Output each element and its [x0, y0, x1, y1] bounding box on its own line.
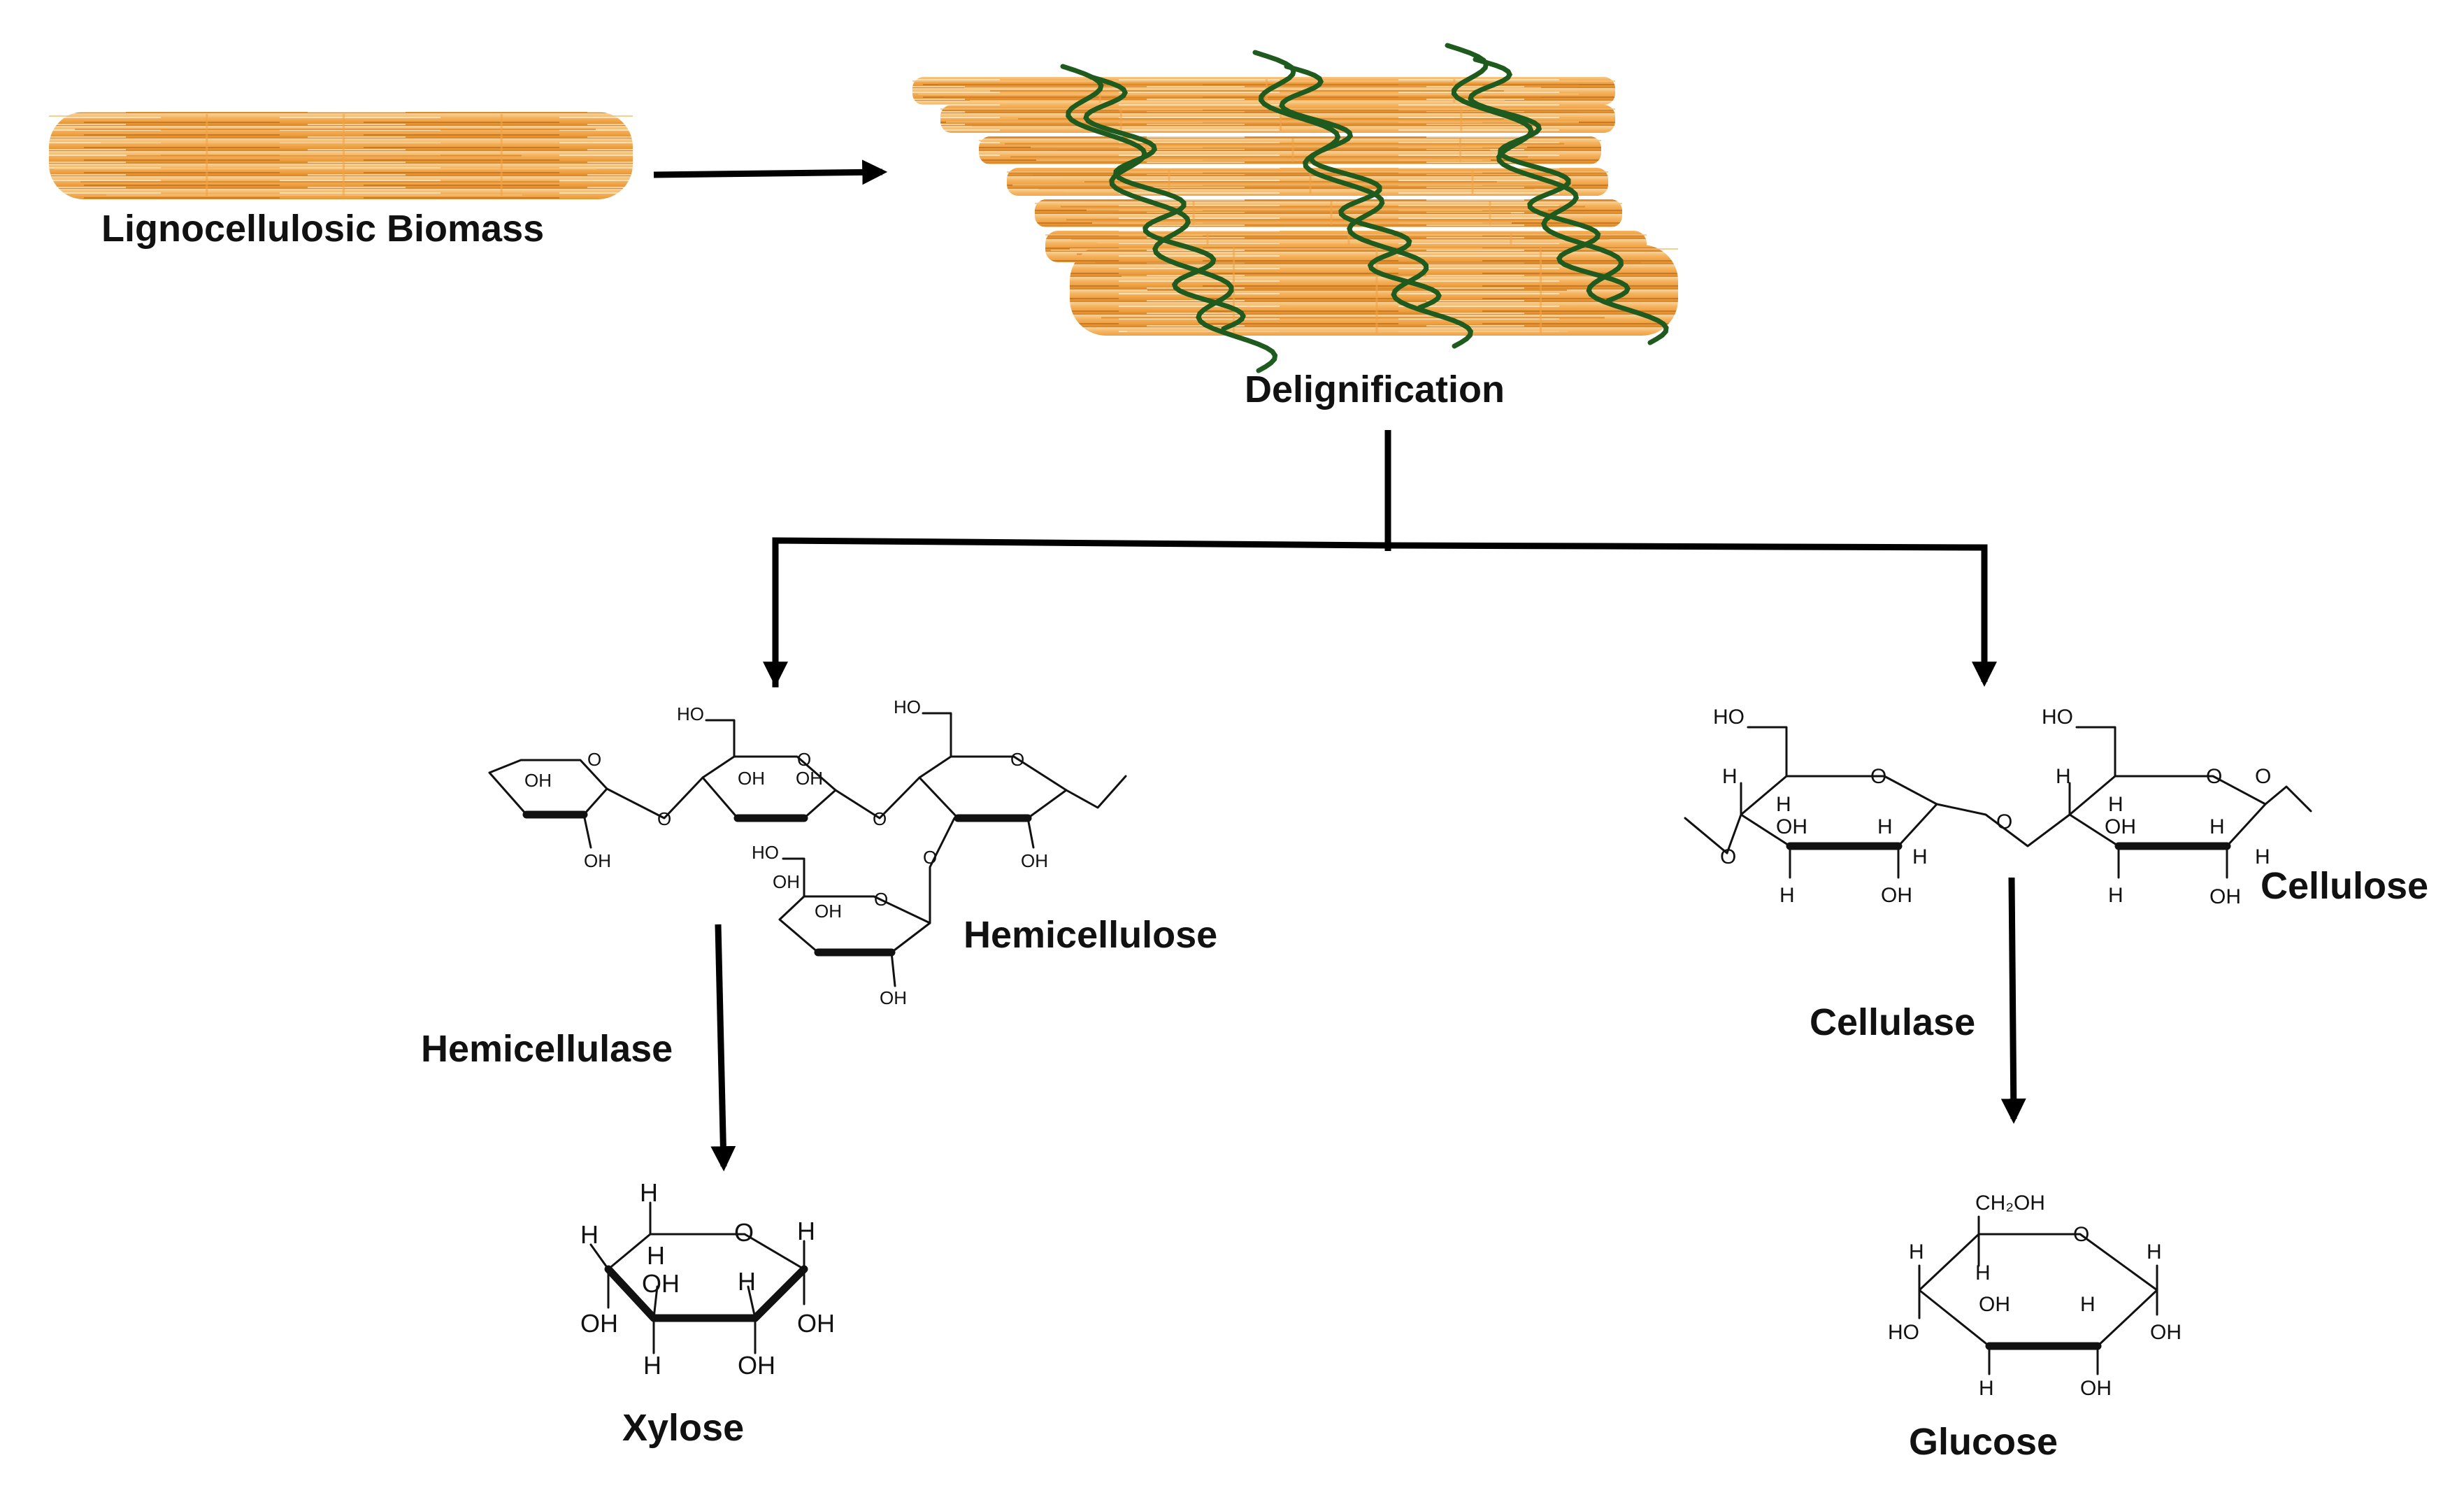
cell-glycosidic-o: O	[1996, 810, 2012, 834]
glucose-oh-right: OH	[2150, 1321, 2182, 1344]
biomass-fiber	[49, 112, 633, 199]
label-hemicellulose: Hemicellulose	[964, 914, 1217, 956]
hemicellulase-arrow	[710, 924, 736, 1172]
hemi-side-o: O	[874, 889, 888, 910]
hemi-link3-o: O	[923, 847, 937, 868]
biomass-fiber-bundle	[49, 112, 633, 199]
label-glucose: Glucose	[1909, 1421, 2058, 1463]
label-delignification: Delignification	[1245, 369, 1505, 410]
cell-ring1-o: O	[1870, 765, 1886, 788]
hemi-ring2-oh-b: OH	[796, 768, 823, 789]
hemi-ring2-o: O	[797, 749, 811, 770]
label-hemicellulase: Hemicellulase	[421, 1028, 673, 1070]
cell-ring2-oh-bottom: OH	[2209, 885, 2241, 908]
cell-ring2-h-anomeric: H	[2255, 845, 2270, 868]
cell-ring1-h-right: H	[1877, 815, 1893, 838]
hemi-ring1-o: O	[587, 749, 601, 770]
glucose-ch2oh: CH₂OH	[1975, 1192, 2045, 1215]
lignin-strand-4	[1279, 64, 1442, 310]
cell-ring-2	[2068, 775, 2267, 847]
lignin-strand-5	[1445, 43, 1669, 345]
cell-ring1-o-left: O	[1720, 845, 1736, 868]
cell-ring1-h-inner: H	[1776, 793, 1791, 816]
xylose-h-left: H	[580, 1220, 599, 1249]
process-arrows	[653, 159, 2026, 1172]
glucose-h-bottom: H	[1979, 1377, 1994, 1400]
hemi-ring2-ho: HO	[677, 703, 704, 724]
cell-ring2-ho: HO	[2042, 706, 2073, 729]
cellulose-structure: HO O H H OH H H O H OH O HO O H H OH H O…	[1684, 706, 2312, 908]
hemi-ring3-o: O	[1010, 749, 1024, 770]
xylose-h-inner: H	[647, 1241, 665, 1270]
hemi-ring1-oh-bottom: OH	[584, 850, 611, 871]
xylose-structure: H O H H H OH H OH OH H OH	[580, 1178, 835, 1380]
cell-ring2-o-right: O	[2255, 765, 2271, 788]
cell-ring1-oh-inner: OH	[1776, 815, 1807, 838]
glucose-h-right: H	[2147, 1240, 2162, 1264]
cell-ring1-h-bottom: H	[1779, 884, 1795, 907]
hemi-side-ho: HO	[752, 842, 779, 863]
glucose-ring	[1918, 1233, 2158, 1347]
xylose-oh-bottom: OH	[738, 1351, 775, 1380]
glucose-h-inner-right: H	[2080, 1293, 2096, 1316]
cell-ring2-h-inner: H	[2108, 793, 2123, 816]
xylose-o: O	[734, 1218, 754, 1247]
cell-ring1-h-left: H	[1722, 765, 1738, 788]
hemi-link1-o: O	[657, 808, 671, 829]
hemi-ring2-oh-a: OH	[738, 768, 765, 789]
glucose-h-inner: H	[1975, 1261, 1991, 1285]
branch-horizontal-line	[772, 537, 1988, 687]
xylose-h-top: H	[640, 1178, 658, 1207]
glucose-oh-bottom: OH	[2080, 1377, 2112, 1400]
xylose-oh-left: OH	[580, 1309, 618, 1338]
cell-ring2-h-bottom: H	[2108, 884, 2123, 907]
lignin-strand-2	[1083, 74, 1246, 331]
lignin-strand-1	[1060, 64, 1278, 373]
hemicellulose-structure: O OH OH O HO O OH OH O HO O OH O HO O OH…	[488, 696, 1127, 1008]
label-xylose: Xylose	[622, 1407, 744, 1449]
glucose-structure: CH₂OH O H H OH H H HO OH H OH	[1888, 1192, 2182, 1400]
hemi-ring-3	[918, 755, 1068, 820]
hemi-ring1-oh: OH	[524, 770, 552, 791]
cellulase-arrow	[2000, 877, 2026, 1124]
hemi-ring3-ho: HO	[894, 696, 921, 717]
label-lignocellulosic-biomass: Lignocellulosic Biomass	[101, 208, 544, 250]
hemi-ring-side	[778, 895, 931, 954]
cell-ring1-ho: HO	[1713, 706, 1745, 729]
lignin-strands	[1060, 43, 1669, 373]
hemi-side-oh-bottom: OH	[880, 987, 907, 1008]
cell-ring2-h-left: H	[2056, 765, 2071, 788]
biomass-to-delignification-arrow	[653, 159, 888, 185]
delignified-fiber-5	[1035, 199, 1622, 227]
lignin-strand-3	[1252, 50, 1473, 349]
hemi-side-oh-a: OH	[773, 871, 800, 892]
hemi-link2-o: O	[873, 808, 887, 829]
xylose-h-right: H	[797, 1217, 815, 1245]
glucose-oh-inner: OH	[1979, 1293, 2010, 1316]
glucose-ho-left: HO	[1888, 1321, 1919, 1344]
hemi-side-oh-b: OH	[815, 901, 842, 922]
xylose-oh-inner: OH	[642, 1269, 680, 1298]
cell-ring2-oh-inner: OH	[2105, 815, 2136, 838]
cell-ring2-h-right: H	[2209, 815, 2225, 838]
label-cellulase: Cellulase	[1810, 1001, 1975, 1043]
lignin-strand-6	[1468, 57, 1631, 303]
cell-ring1-oh-bottom: OH	[1881, 884, 1912, 907]
glucose-h-left: H	[1909, 1240, 1924, 1264]
label-cellulose: Cellulose	[2261, 865, 2428, 907]
cell-ring-1	[1740, 775, 1938, 847]
xylose-h-inner-right: H	[738, 1267, 756, 1296]
cell-ring2-o: O	[2206, 765, 2222, 788]
xylose-oh-right: OH	[797, 1309, 835, 1338]
xylose-h-bottom: H	[643, 1351, 661, 1380]
hemi-ring3-oh: OH	[1021, 850, 1048, 871]
diagram-labels: Lignocellulosic Biomass Delignification …	[101, 208, 2428, 1463]
glucose-o: O	[2073, 1223, 2089, 1246]
cell-ring1-h-anomeric: H	[1912, 845, 1928, 868]
